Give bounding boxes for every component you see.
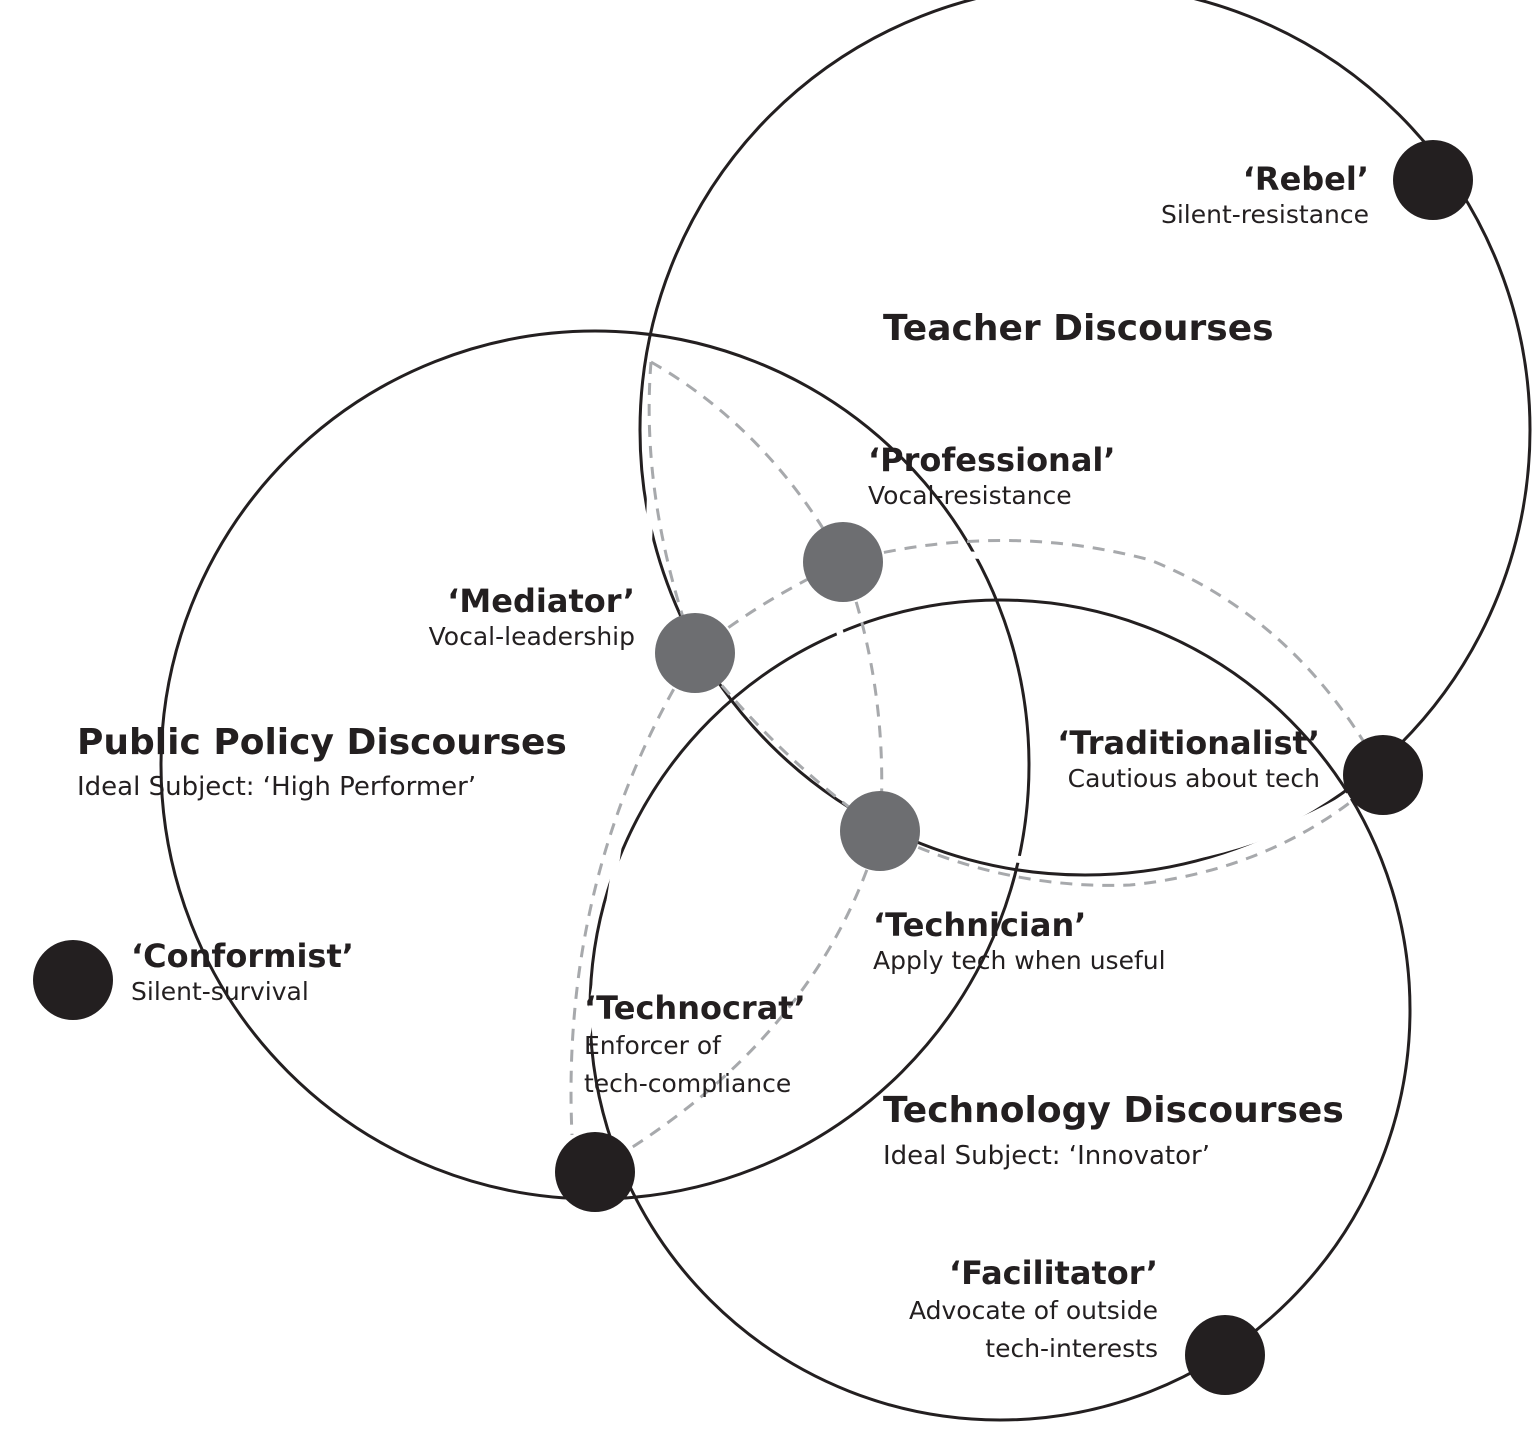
- dashed-arc-mediator-technocrat: [569, 652, 697, 1136]
- technician-name: ‘Technician’: [873, 906, 1087, 944]
- facilitator-name: ‘Facilitator’: [948, 1254, 1158, 1292]
- facilitator-label: ‘Facilitator’ Advocate of outside tech-i…: [909, 1254, 1158, 1368]
- teacher-discourses-title: Teacher Discourses: [883, 308, 1274, 349]
- conformist-node: [33, 940, 113, 1020]
- conformist-desc: Silent-survival: [131, 977, 309, 1006]
- dashed-arc-technician-traditionalist: [879, 773, 1385, 887]
- traditionalist-node: [1343, 735, 1423, 815]
- professional-desc: Vocal-resistance: [868, 481, 1072, 510]
- teacher-discourses-circle: [638, 0, 1532, 877]
- rebel-name: ‘Rebel’: [1242, 160, 1369, 198]
- technocrat-name: ‘Technocrat’: [584, 989, 806, 1027]
- technocrat-node: [555, 1132, 635, 1212]
- dashed-arc-professional-traditionalist: [842, 539, 1385, 776]
- technology-ideal-subject: Ideal Subject: ‘Innovator’: [883, 1141, 1210, 1171]
- technocrat-desc-line1: Enforcer of: [584, 1031, 721, 1060]
- professional-node: [803, 522, 883, 602]
- facilitator-node: [1185, 1315, 1265, 1395]
- facilitator-desc-line2: tech-interests: [985, 1334, 1158, 1363]
- dashed-arc-technician-technocrat: [594, 829, 882, 1172]
- mediator-label: ‘Mediator’ Vocal-leadership: [429, 582, 635, 651]
- overlap-masks: [556, 358, 1386, 1173]
- rebel-node: [1393, 140, 1473, 220]
- dashed-arc-teacher-left: [647, 361, 697, 654]
- traditionalist-label: ‘Traditionalist’ Cautious about tech: [1057, 724, 1320, 793]
- technocrat-desc-line2: tech-compliance: [584, 1069, 792, 1098]
- mediator-desc: Vocal-leadership: [428, 622, 635, 651]
- professional-name: ‘Professional’: [868, 441, 1116, 479]
- traditionalist-desc: Cautious about tech: [1067, 764, 1320, 793]
- mediator-name: ‘Mediator’: [447, 582, 635, 620]
- professional-label: ‘Professional’ Vocal-resistance: [868, 441, 1116, 510]
- conformist-name: ‘Conformist’: [131, 937, 354, 975]
- technician-desc: Apply tech when useful: [873, 946, 1166, 975]
- rebel-label: ‘Rebel’ Silent-resistance: [1161, 160, 1369, 229]
- conformist-label: ‘Conformist’ Silent-survival: [131, 937, 354, 1006]
- public-policy-ideal-subject: Ideal Subject: ‘High Performer’: [77, 772, 477, 802]
- rebel-desc: Silent-resistance: [1160, 200, 1369, 229]
- facilitator-desc-line1: Advocate of outside: [908, 1296, 1158, 1325]
- traditionalist-name: ‘Traditionalist’: [1057, 724, 1320, 762]
- mediator-node: [655, 613, 735, 693]
- technician-node: [840, 791, 920, 871]
- technocrat-label: ‘Technocrat’ Enforcer of tech-compliance: [584, 989, 806, 1103]
- public-policy-discourses-title: Public Policy Discourses: [77, 722, 567, 763]
- dashed-arc-mediator-technician: [693, 652, 881, 832]
- technician-label: ‘Technician’ Apply tech when useful: [873, 906, 1166, 975]
- technology-discourses-title: Technology Discourses: [883, 1090, 1344, 1131]
